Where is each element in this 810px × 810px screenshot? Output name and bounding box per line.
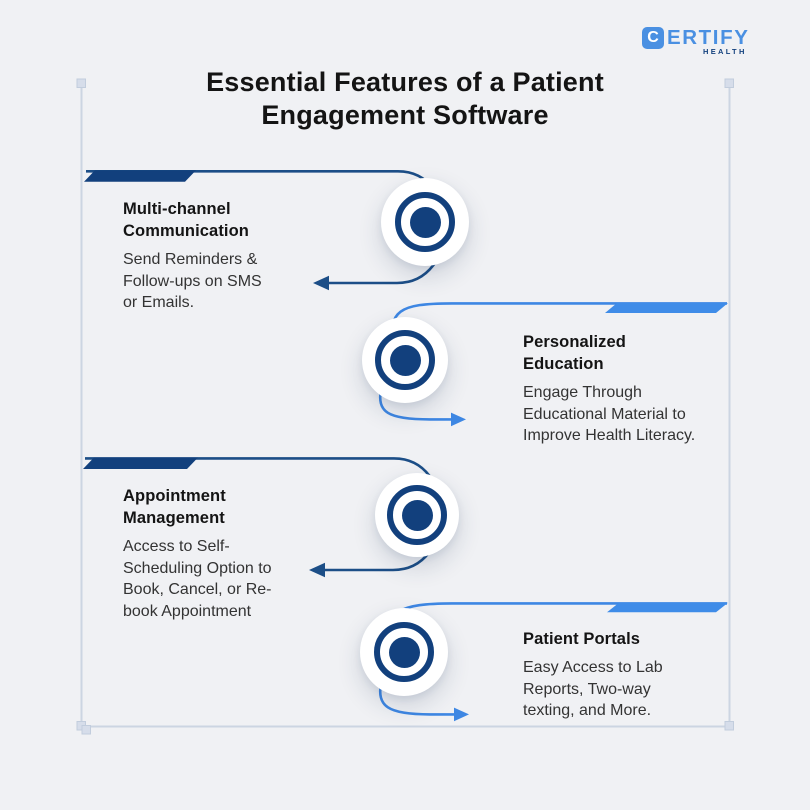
selection-frame [80, 87, 731, 728]
feature-title: Appointment Management [123, 487, 226, 527]
selection-handle-top-left[interactable] [76, 78, 86, 88]
feature-title: Patient Portals [523, 630, 641, 648]
feature4-arrowhead-right [454, 707, 469, 722]
feature-block-multi-channel-communication: Multi-channel Communication Send Reminde… [123, 198, 333, 314]
target-dot [409, 206, 441, 238]
feature-title: Personalized Education [523, 333, 626, 373]
feature3-arrowhead-left [309, 562, 325, 578]
feature4-accent-bar [607, 602, 728, 613]
target-icon [381, 178, 469, 266]
feature-block-appointment-management: Appointment Management Access to Self- S… [123, 485, 333, 622]
target-ring [374, 622, 434, 682]
target-ring [375, 330, 435, 390]
target-icon [360, 608, 448, 696]
feature1-arrowhead-left [313, 275, 329, 291]
logo-sub-brand-text: HEALTH [703, 47, 747, 56]
target-icon [375, 473, 459, 557]
target-dot [401, 499, 433, 531]
feature-desc: Engage Through Educational Material to I… [523, 384, 696, 444]
feature-desc: Easy Access to Lab Reports, Two-way text… [523, 659, 663, 719]
feature3-accent-bar [83, 457, 198, 469]
feature2-arrowhead-right [451, 412, 466, 427]
feature2-accent-bar [605, 303, 728, 313]
target-ring [387, 485, 447, 545]
certify-logo-badge-icon: C [642, 27, 664, 49]
logo-brand-text: ERTIFY [667, 26, 750, 49]
selection-handle-top-right[interactable] [724, 78, 734, 88]
certify-health-logo: C ERTIFY HEALTH [641, 25, 759, 57]
target-dot [388, 636, 420, 668]
feature-desc: Send Reminders & Follow-ups on SMS or Em… [123, 251, 262, 311]
page-title: Essential Features of a Patient Engageme… [206, 67, 604, 130]
target-icon [362, 317, 448, 403]
target-dot [389, 344, 421, 376]
feature-title: Multi-channel Communication [123, 200, 249, 240]
selection-handle-bottom-right[interactable] [724, 721, 734, 731]
feature-block-personalized-education: Personalized Education Engage Through Ed… [523, 331, 733, 447]
selection-handle-bottom-left-2[interactable] [81, 725, 91, 735]
feature1-accent-bar [84, 170, 196, 182]
feature-desc: Access to Self- Scheduling Option to Boo… [123, 538, 272, 620]
feature-block-patient-portals: Patient Portals Easy Access to Lab Repor… [523, 628, 733, 722]
target-ring [395, 192, 455, 252]
logo-badge-letter: C [647, 29, 659, 46]
